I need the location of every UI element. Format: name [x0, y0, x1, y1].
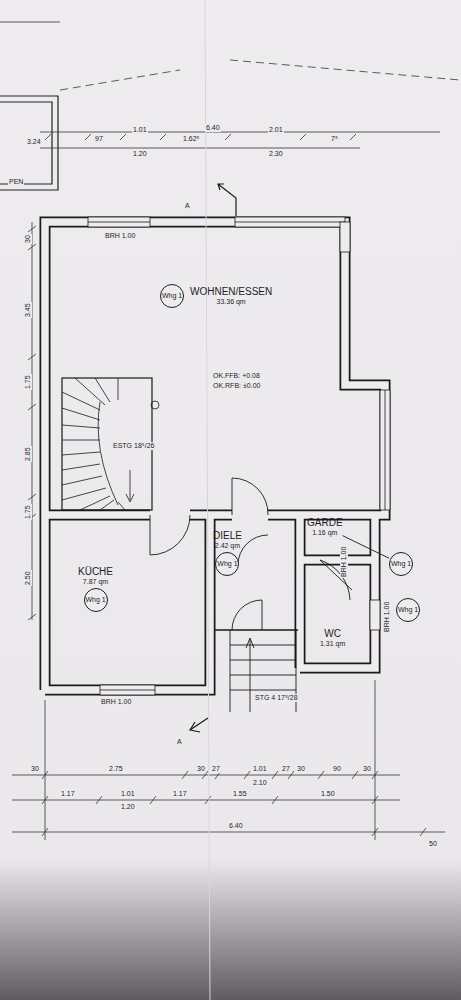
- leader-line: [343, 536, 389, 559]
- room-name: WOHNEN/ESSEN: [190, 286, 272, 297]
- dimension-label: 1.55: [232, 790, 248, 798]
- dimension-label: 30: [30, 765, 40, 773]
- dimension-label: 2.01: [268, 126, 284, 134]
- dimension-label: 30: [362, 765, 372, 773]
- dimension-label: 2.75: [108, 765, 124, 773]
- dimension-label: OK.RFB: ±0.00: [212, 382, 261, 390]
- unit-tag: Whg 1: [162, 292, 182, 300]
- dimension-label: 50: [428, 840, 438, 848]
- dimension-label: 2.85: [24, 446, 32, 462]
- dimension-label: 2.10: [252, 779, 268, 787]
- section-mark: A: [176, 738, 183, 746]
- dimension-label: 1.01: [252, 765, 268, 773]
- room-label: DIELE2.42 qm Whg 1: [213, 530, 242, 578]
- unit-circle: Whg 1: [160, 284, 184, 308]
- entrance-steps: [214, 630, 298, 712]
- room-name: GARDE: [307, 517, 343, 528]
- room-label: KÜCHE7.87 qm Whg 1: [78, 566, 113, 614]
- room-name: KÜCHE: [78, 566, 113, 577]
- dimension-label: 1.62⁵: [182, 135, 201, 143]
- unit-circle: Whg 1: [396, 598, 420, 622]
- dimension-lines: [0, 22, 460, 840]
- dimension-label: 27: [281, 765, 291, 773]
- dimension-label: 30: [296, 765, 306, 773]
- dimension-label: 1.75: [24, 504, 32, 520]
- dimension-label: BRH 1.00: [383, 601, 391, 633]
- room-label: WC1.31 qm: [320, 628, 345, 648]
- section-mark: A: [184, 202, 191, 210]
- dimension-label: 1.75: [24, 374, 32, 390]
- dimension-label: 27: [211, 765, 221, 773]
- dimension-label: BRH 1.00: [100, 698, 132, 706]
- room-text: WOHNEN/ESSEN33.36 qm: [190, 286, 272, 306]
- doors: [150, 478, 352, 630]
- dimension-label: 7⁵: [330, 135, 339, 143]
- dimension-label: 1.17: [60, 790, 76, 798]
- dimension-label: 1.01: [132, 126, 148, 134]
- dimension-label: 2.30: [268, 150, 284, 158]
- room-name: WC: [324, 628, 341, 639]
- unit-tag: Whg 1: [398, 606, 418, 614]
- stair: [62, 378, 159, 510]
- unit-circle: Whg 1: [84, 588, 108, 612]
- room-area: 1.16 qm: [312, 528, 337, 537]
- dimension-label: 97: [94, 135, 104, 143]
- neighbour-outline: [0, 96, 58, 190]
- unit-tag: Whg 1: [391, 560, 411, 568]
- dimension-label: ESTG 18⁵/26: [112, 442, 155, 450]
- dimension-label: 3.45: [24, 302, 32, 318]
- section-arrow: [190, 184, 236, 732]
- dimension-label: 1.17: [172, 790, 188, 798]
- dimension-label: 2.50: [24, 570, 32, 586]
- unit-tag: Whg 1: [217, 560, 237, 568]
- room-area: 2.42 qm: [215, 541, 240, 550]
- dimension-label: BRH 1.00: [104, 232, 136, 240]
- dimension-label: 6.40: [205, 124, 221, 132]
- dimension-label: 6.40: [228, 822, 244, 830]
- dimension-label: PEN: [8, 178, 24, 186]
- dimension-label: 1.20: [120, 803, 136, 811]
- dimension-label: 90: [332, 765, 342, 773]
- dimension-label: 30: [196, 765, 206, 773]
- unit-tag: Whg 1: [85, 596, 105, 604]
- dimension-label: 1.20: [132, 150, 148, 158]
- room-area: 7.87 qm: [83, 577, 108, 586]
- dimension-label: BRH 1.00: [340, 546, 348, 578]
- dimension-label: 1.50: [320, 790, 336, 798]
- dimension-label: STG 4 17⁵/28: [254, 694, 299, 702]
- windows: [88, 217, 390, 695]
- room-name: DIELE: [213, 530, 242, 541]
- leader-stroke: [343, 536, 389, 559]
- room-area: 1.31 qm: [320, 639, 345, 648]
- dimension-label: 3.24: [26, 138, 42, 146]
- room-label: GARDE1.16 qm: [307, 517, 343, 537]
- dimension-label: 1.01: [120, 790, 136, 798]
- room-label: Whg 1 WOHNEN/ESSEN33.36 qm: [158, 282, 272, 310]
- dimension-label: OK.FFB: +0.08: [212, 372, 261, 380]
- room-area: 33.36 qm: [217, 297, 246, 306]
- unit-circle: Whg 1: [215, 552, 239, 576]
- dimension-label: 30: [24, 234, 32, 244]
- unit-circle: Whg 1: [389, 552, 413, 576]
